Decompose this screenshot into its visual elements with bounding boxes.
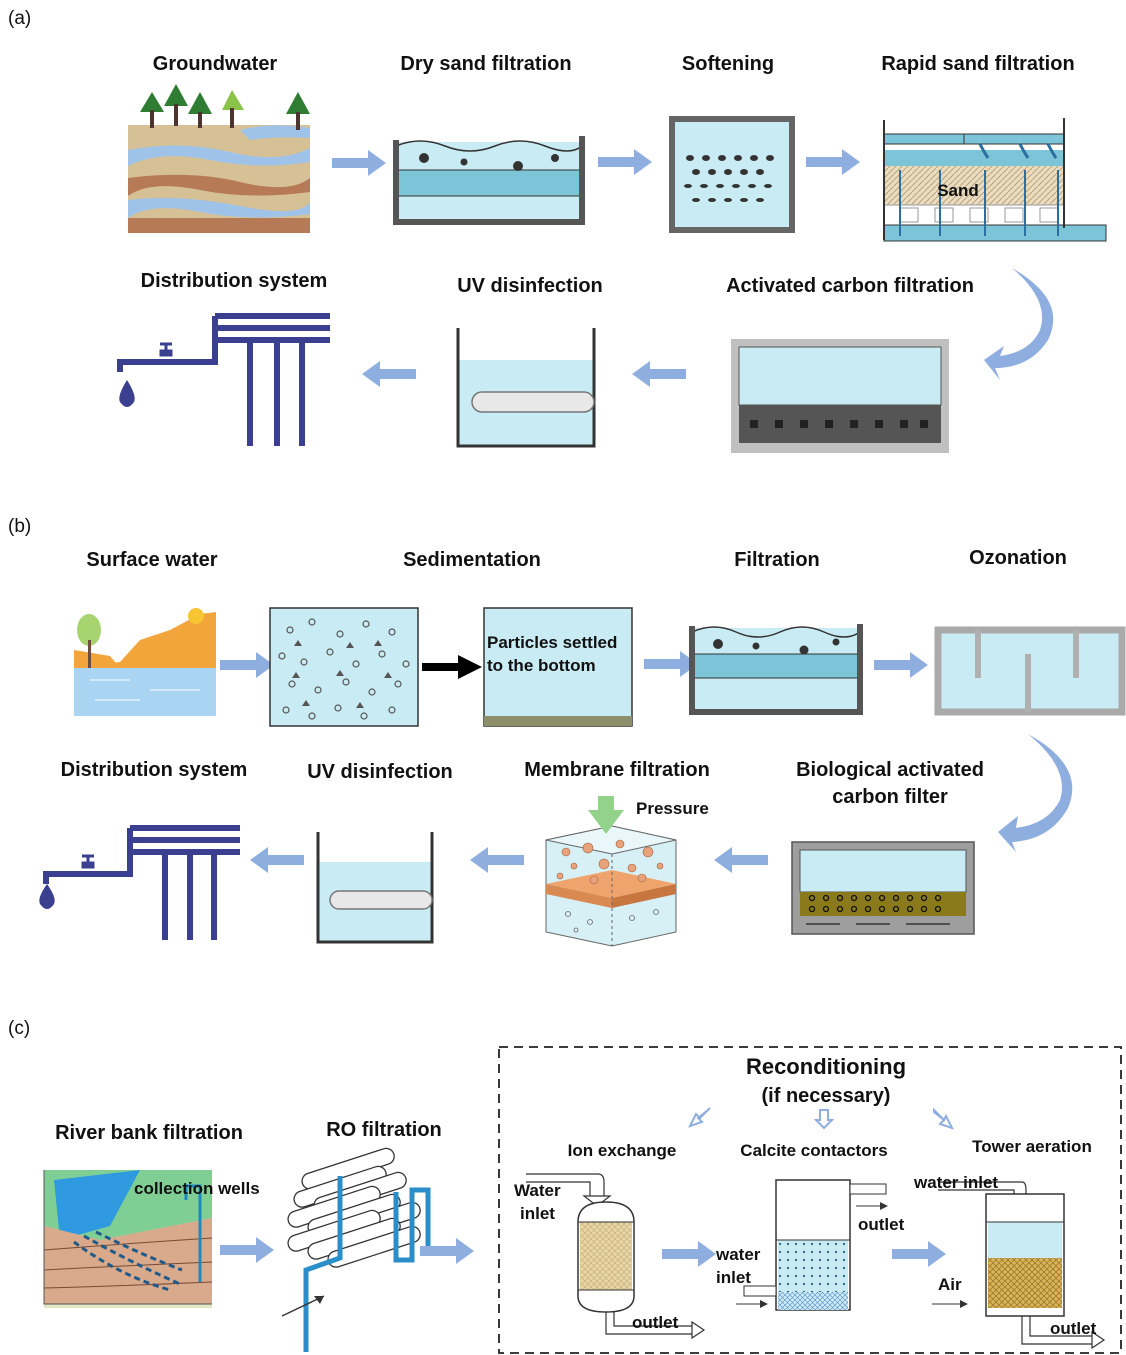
ro-membrane-modules: [281, 1147, 431, 1352]
flow-arrow: [806, 149, 860, 175]
panel-c-tag: (c): [8, 1018, 30, 1039]
label-membrane-filtration: Membrane filtration: [524, 759, 710, 781]
ion-exchange-column: [526, 1173, 706, 1340]
flow-arrow: [220, 1237, 274, 1263]
flow-arrow: [362, 361, 416, 387]
membrane-filtration-cube: [545, 825, 677, 947]
filtration-tank-b: [689, 624, 863, 715]
label-water-inlet-1a: Water: [514, 1181, 561, 1200]
reconditioning-box: [498, 1046, 1122, 1354]
surface-water-illustration: [74, 606, 216, 716]
label-calcite-contactors: Calcite contactors: [740, 1141, 887, 1160]
panel-b-tag: (b): [8, 516, 31, 537]
flow-arrow: [470, 847, 524, 873]
label-rapid-sand-filtration: Rapid sand filtration: [881, 53, 1074, 75]
label-water-inlet-3: water inlet: [913, 1173, 998, 1192]
label-uv-disinfection-a: UV disinfection: [457, 275, 603, 297]
curved-flow-arrow: [984, 268, 1054, 380]
label-particles-settled: Particles settled: [487, 633, 617, 652]
label-collection-wells: collection wells: [134, 1179, 260, 1198]
flow-arrow: [874, 652, 928, 678]
label-pressure: Pressure: [636, 799, 709, 818]
activated-carbon-filter: [731, 339, 949, 453]
label-river-bank-filtration: River bank filtration: [55, 1122, 243, 1144]
label-sand: Sand: [937, 181, 979, 200]
flow-arrow: [220, 652, 274, 678]
label-biological-activated: Biological activated: [796, 759, 984, 781]
label-tower-aeration: Tower aeration: [972, 1137, 1092, 1156]
pressure-arrow: [588, 796, 624, 834]
tree-icon: [140, 84, 310, 130]
label-outlet-1: outlet: [632, 1313, 679, 1332]
label-groundwater: Groundwater: [153, 53, 278, 75]
label-activated-carbon-filtration: Activated carbon filtration: [726, 275, 974, 297]
flow-arrow: [598, 149, 652, 175]
label-outlet-3: outlet: [1050, 1319, 1097, 1338]
calcite-contactor: [736, 1179, 888, 1311]
label-surface-water: Surface water: [86, 549, 217, 571]
sun-icon: [188, 608, 204, 624]
ozonation-tank: [934, 626, 1126, 716]
tower-aeration-column: [932, 1181, 1106, 1350]
uv-disinfection-tank-b: [316, 832, 434, 944]
label-ion-exchange: Ion exchange: [568, 1141, 677, 1160]
flow-arrow: [892, 1241, 946, 1267]
label-distribution-system-b: Distribution system: [61, 759, 248, 781]
rapid-sand-filter: Sand: [883, 118, 1107, 242]
label-dry-sand-filtration: Dry sand filtration: [400, 53, 571, 75]
sedimentation-tank: [269, 607, 419, 727]
curved-flow-arrow: [998, 734, 1073, 852]
label-air: Air: [938, 1275, 962, 1294]
dry-sand-filter-tank: [393, 136, 585, 225]
label-filtration: Filtration: [734, 549, 820, 571]
water-drop-icon: [39, 884, 55, 909]
flow-arrow: [714, 847, 768, 873]
groundwater-illustration: [128, 84, 310, 233]
flow-arrow: [632, 361, 686, 387]
distribution-pipes-b: [43, 825, 240, 940]
label-water-inlet-2a: water: [715, 1245, 761, 1264]
softening-tank: [669, 116, 795, 233]
distribution-pipes-a: [117, 313, 330, 446]
black-flow-arrow: [422, 655, 482, 679]
label-uv-disinfection-b: UV disinfection: [307, 761, 453, 783]
label-distribution-system-a: Distribution system: [141, 270, 328, 292]
label-water-inlet-1b: inlet: [520, 1204, 555, 1223]
uv-disinfection-tank-a: [456, 328, 596, 448]
label-reconditioning: Reconditioning: [746, 1054, 906, 1079]
label-carbon-filter: carbon filter: [832, 786, 948, 808]
flow-arrow: [662, 1241, 716, 1267]
label-water-inlet-2b: inlet: [716, 1268, 751, 1287]
label-if-necessary: (if necessary): [762, 1085, 891, 1107]
flow-arrow: [332, 150, 386, 176]
panel-a-tag: (a): [8, 8, 31, 29]
label-ro-filtration: RO filtration: [326, 1119, 442, 1141]
settled-tank: Particles settled to the bottom: [483, 607, 633, 727]
label-ozonation: Ozonation: [969, 547, 1067, 569]
river-bank-illustration: [43, 1170, 213, 1308]
label-softening: Softening: [682, 53, 774, 75]
water-drop-icon: [119, 380, 135, 407]
label-outlet-2: outlet: [858, 1215, 905, 1234]
biological-activated-carbon-filter: [791, 841, 975, 935]
label-sedimentation: Sedimentation: [403, 549, 541, 571]
flow-arrow: [250, 847, 304, 873]
hollow-arrows: [688, 1107, 954, 1130]
label-to-the-bottom: to the bottom: [487, 656, 596, 675]
